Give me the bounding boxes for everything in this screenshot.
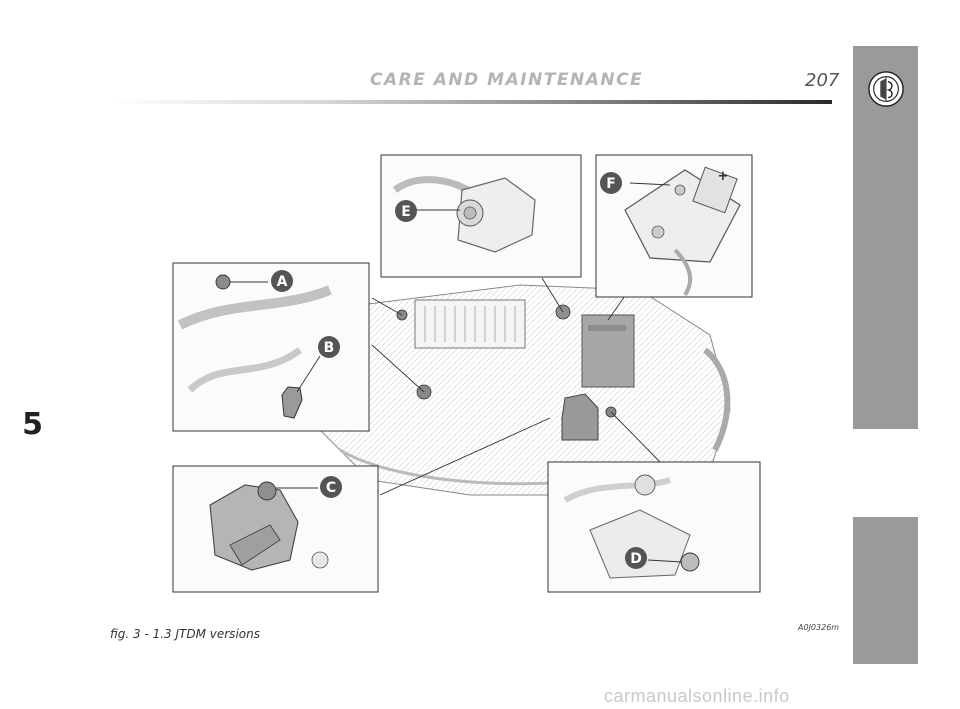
page-header-title: CARE AND MAINTENANCE bbox=[370, 70, 644, 90]
figure-code: A0J0326m bbox=[798, 623, 840, 632]
figure-caption: fig. 3 - 1.3 JTDM versions bbox=[110, 627, 260, 641]
watermark-text: carmanualsonline.info bbox=[604, 686, 790, 706]
callout-a: A bbox=[271, 270, 293, 292]
engine-bay-illustration bbox=[319, 284, 731, 496]
callout-f-label: F bbox=[606, 176, 616, 192]
callout-a-label: A bbox=[277, 274, 288, 290]
callout-f: F bbox=[600, 172, 622, 194]
battery-plus-label: + bbox=[718, 169, 729, 184]
callout-c-label: C bbox=[326, 480, 336, 496]
detail-panel-f bbox=[595, 154, 753, 298]
page-number: 207 bbox=[805, 70, 840, 91]
callout-d-label: D bbox=[630, 551, 642, 567]
callout-c: C bbox=[320, 476, 342, 498]
callout-e: E bbox=[395, 200, 417, 222]
detail-panel-d bbox=[547, 461, 761, 593]
callout-e-label: E bbox=[401, 204, 411, 220]
chapter-side-tab bbox=[853, 46, 918, 664]
chapter-number: 5 bbox=[22, 407, 43, 442]
chapter-box bbox=[853, 429, 918, 517]
callout-b: B bbox=[318, 336, 340, 358]
engine-compartment-figure: A B C D E F + bbox=[172, 154, 761, 593]
callout-d: D bbox=[625, 547, 647, 569]
detail-leader-lines bbox=[371, 277, 661, 496]
callout-b-label: B bbox=[324, 340, 335, 356]
alfa-romeo-logo-icon bbox=[868, 71, 904, 107]
header-rule bbox=[110, 100, 832, 104]
detail-panel-c bbox=[172, 465, 379, 593]
